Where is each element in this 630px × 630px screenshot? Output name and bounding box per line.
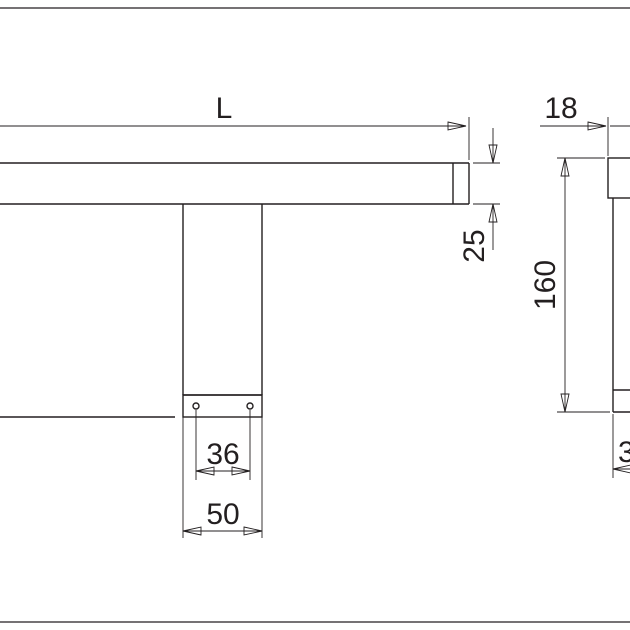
height-25-label: 25 (458, 229, 491, 262)
side-partial-label: 3 (618, 436, 630, 469)
side-post (612, 198, 630, 413)
side-view: 18 160 3 (529, 92, 630, 478)
side-width-label: 18 (544, 92, 577, 125)
length-label: L (216, 92, 233, 125)
dimension-height-160: 160 (529, 157, 610, 413)
side-bar-section (607, 157, 630, 199)
dimension-hole-spacing: 36 (195, 410, 251, 480)
handle-bar (0, 162, 470, 205)
hole-spacing-label: 36 (206, 438, 239, 471)
foot-width-label: 50 (206, 498, 239, 531)
screw-hole-left (192, 402, 200, 410)
front-view: L 25 36 50 (0, 92, 500, 538)
handle-post (182, 204, 263, 396)
dimension-foot-width: 50 (182, 417, 263, 538)
mounting-foot (0, 394, 263, 418)
drawing-frame (0, 7, 630, 623)
dimension-side-width: 18 (540, 92, 630, 156)
dimension-height-25: 25 (458, 128, 500, 263)
height-160-label: 160 (529, 260, 562, 310)
dimension-side-partial: 3 (612, 414, 630, 478)
dimension-length: L (0, 92, 470, 160)
screw-hole-right (246, 402, 254, 410)
